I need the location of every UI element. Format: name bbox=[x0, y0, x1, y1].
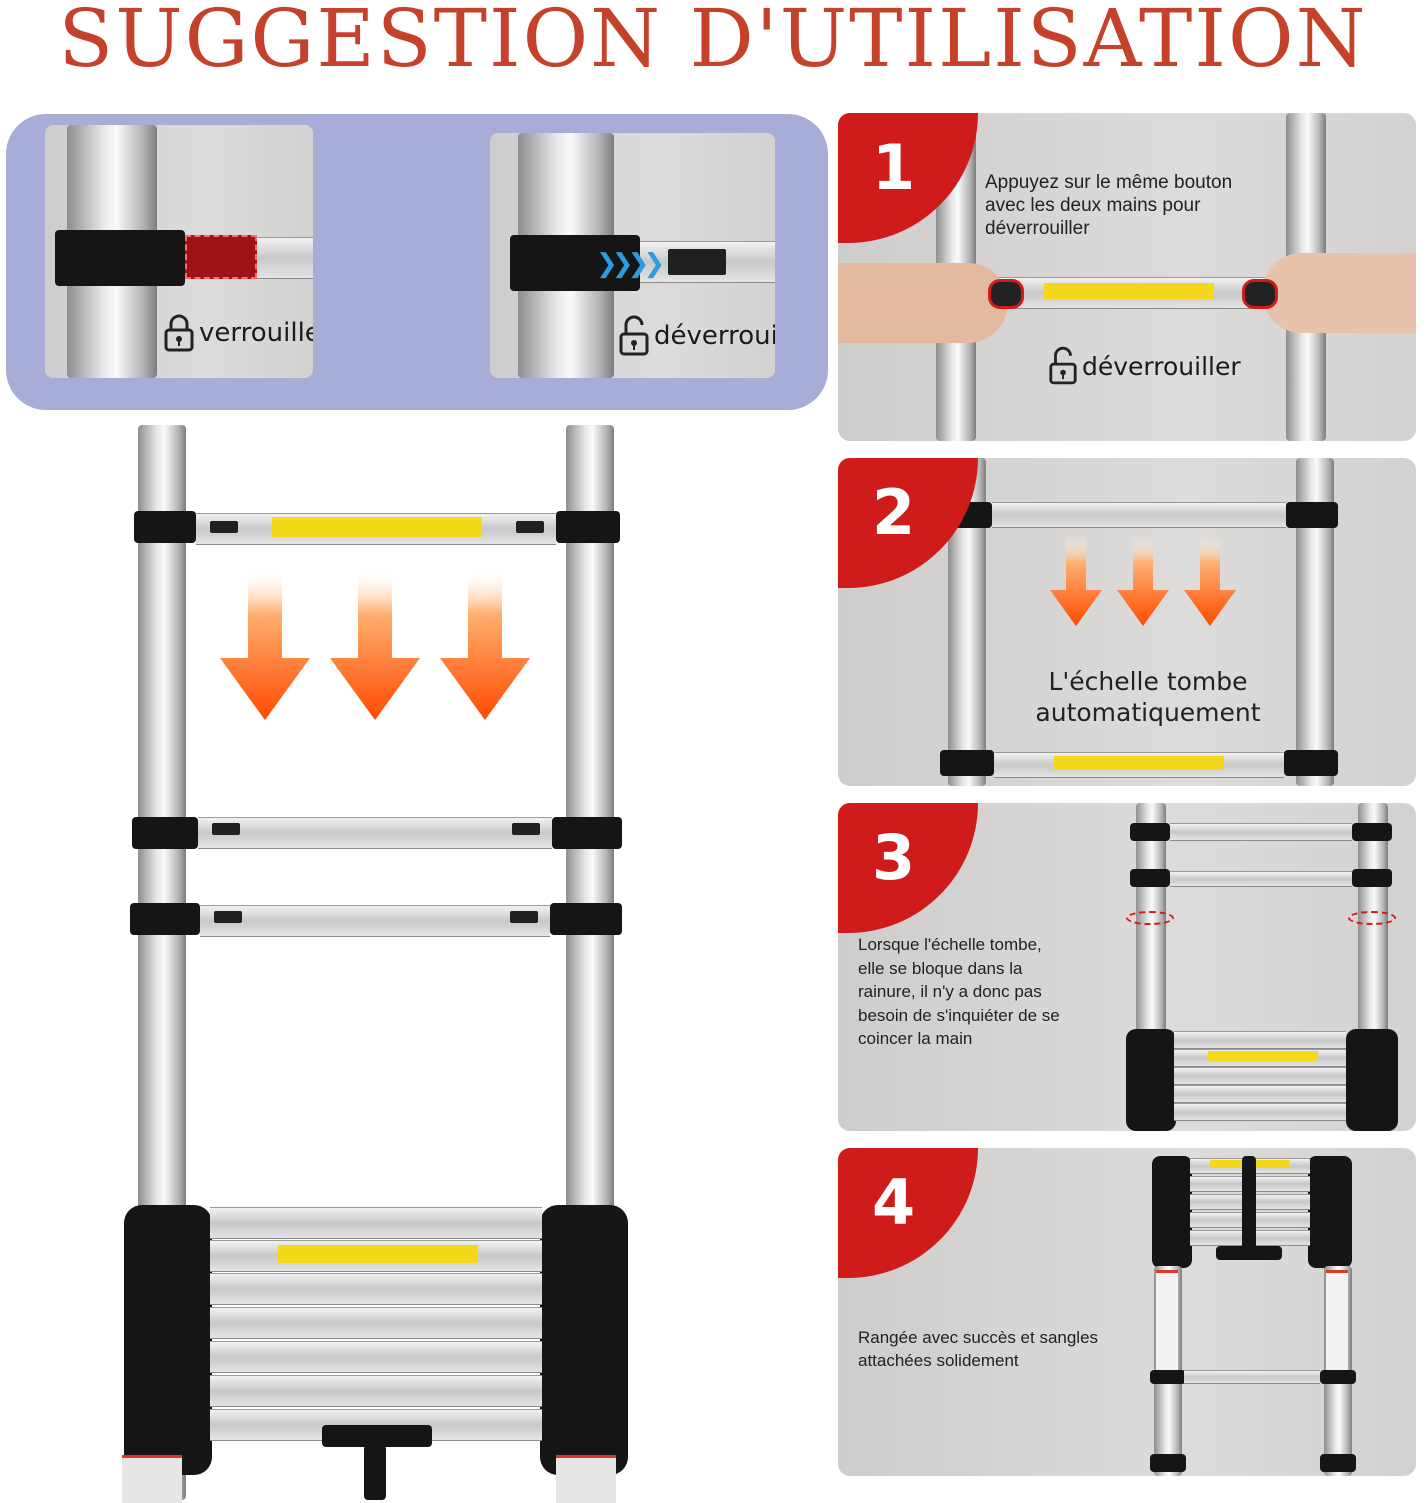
ladder-illustration bbox=[110, 425, 640, 1503]
step-4-panel: 4 Rangée avec succès et sangles attachée… bbox=[838, 1148, 1416, 1476]
unlock-direction-arrow-icon: ❯❯❯❯ bbox=[596, 249, 665, 279]
falling-arrows-icon bbox=[1050, 536, 1236, 626]
step-2-text: L'échelle tombe automatiquement bbox=[1035, 667, 1261, 727]
page-title: SUGGESTION D'UTILISATION bbox=[58, 0, 1368, 85]
step-1-panel: 1 Appuyez sur le même bouton avec les de… bbox=[838, 113, 1416, 441]
unlock-photo: ❯❯❯❯ déverrouiller bbox=[490, 133, 775, 378]
step-4-text: Rangée avec succès et sangles attachées … bbox=[858, 1328, 1099, 1370]
unlock-label: déverrouiller bbox=[618, 315, 775, 357]
left-hand bbox=[838, 263, 1008, 343]
step-3-panel: 3 Lorsque l'échelle tombe, elle se bloqu… bbox=[838, 803, 1416, 1131]
step-3-badge: 3 bbox=[838, 803, 978, 933]
step-2-panel: 2 L'échelle tombe automatiquement bbox=[838, 458, 1416, 786]
lock-button bbox=[185, 235, 257, 279]
lock-photo: verrouiller bbox=[45, 125, 313, 378]
step-4-badge: 4 bbox=[838, 1148, 978, 1278]
right-hand bbox=[1262, 253, 1416, 333]
padlock-closed-icon bbox=[164, 314, 194, 352]
padlock-open-icon bbox=[1049, 346, 1077, 385]
falling-arrows-icon bbox=[220, 568, 530, 720]
step-1-text: Appuyez sur le même bouton avec les deux… bbox=[985, 172, 1233, 239]
step-1-lock-label: déverrouiller bbox=[1048, 345, 1241, 387]
padlock-open-icon bbox=[619, 315, 649, 356]
step-1-badge: 1 bbox=[838, 113, 978, 243]
step-3-text: Lorsque l'échelle tombe, elle se bloque … bbox=[858, 935, 1060, 1048]
lock-label: verrouiller bbox=[163, 313, 313, 353]
